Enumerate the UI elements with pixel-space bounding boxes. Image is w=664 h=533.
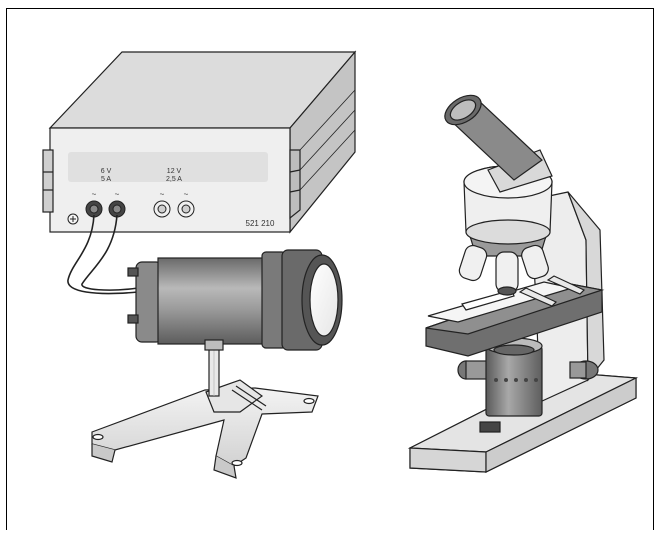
lamp-stand xyxy=(91,333,319,479)
output1-voltage-label: 6 V xyxy=(101,168,112,175)
microscope xyxy=(407,94,639,473)
ac-symbol-3: ~ xyxy=(160,190,165,199)
output2-socket-right xyxy=(177,200,195,218)
ac-symbol-2: ~ xyxy=(115,190,120,199)
ground-socket xyxy=(67,213,79,225)
ac-symbol-1: ~ xyxy=(92,190,97,199)
catalog-number-label: 521 210 xyxy=(246,219,275,228)
output2-current-label: 2,5 A xyxy=(166,176,182,183)
output1-socket-left xyxy=(85,200,103,218)
lamp-housing xyxy=(127,249,343,351)
output2-socket-left xyxy=(153,200,171,218)
output2-voltage-label: 12 V xyxy=(167,168,182,175)
output1-socket-right xyxy=(108,200,126,218)
ac-symbol-4: ~ xyxy=(184,190,189,199)
power-supply-unit xyxy=(42,50,357,234)
output1-current-label: 5 A xyxy=(101,176,111,183)
connection-cables xyxy=(67,214,139,295)
figure-frame xyxy=(6,8,654,530)
